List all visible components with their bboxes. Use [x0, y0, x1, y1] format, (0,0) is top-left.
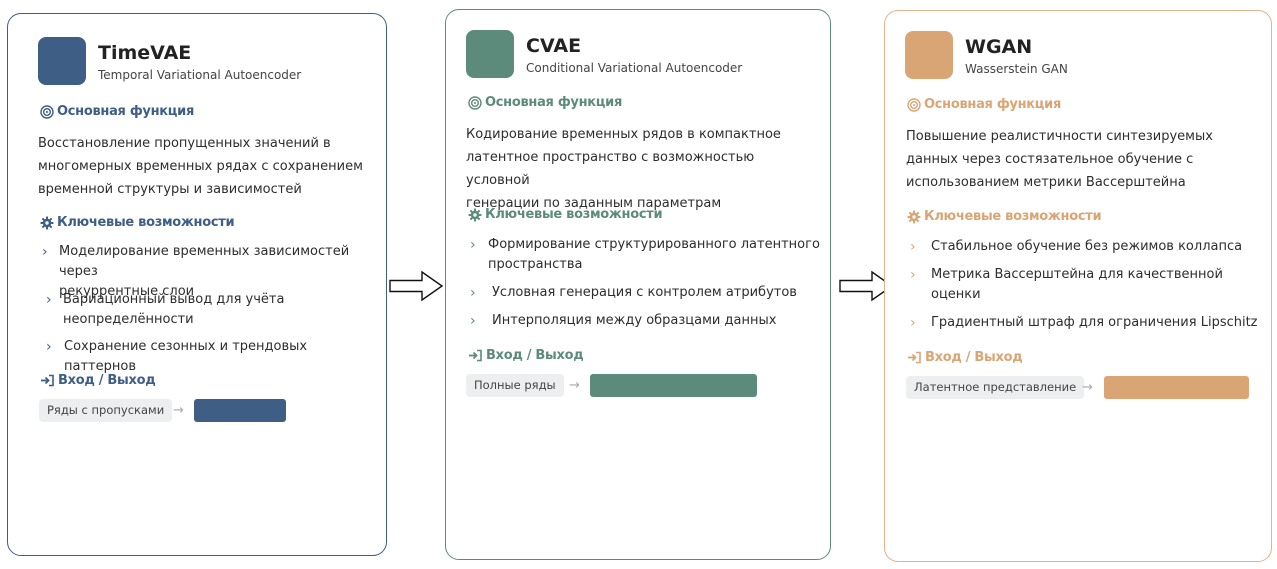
target-icon	[40, 104, 54, 119]
feature-text: Сохранение сезонных и трендовых паттерно…	[64, 339, 308, 374]
feature-item: › Сохранение сезонных и трендовых паттер…	[46, 337, 376, 377]
card-title: TimeVAE	[98, 42, 192, 64]
feature-text: Метрика Вассерштейна для качественной	[931, 267, 1223, 282]
description-line: генерации по заданным параметрам	[466, 196, 722, 211]
section-function-heading: Основная функция	[40, 104, 194, 119]
description-line: использованием метрики Вассерштейна	[906, 175, 1186, 190]
chevron-right-icon: ›	[910, 239, 916, 255]
section-label: Вход / Выход	[58, 373, 156, 388]
card-description: Восстановление пропущенных значений в мн…	[38, 132, 378, 201]
chevron-right-icon: ›	[470, 285, 476, 301]
feature-text: Стабильное обучение без режимов коллапса	[931, 239, 1243, 254]
feature-item: › Условная генерация с контролем атрибут…	[470, 283, 820, 303]
feature-item: › Интерполяция между образцами данных	[470, 311, 820, 331]
card-subtitle: Wasserstein GAN	[965, 62, 1068, 76]
chevron-right-icon: ›	[910, 267, 916, 283]
card-description: Повышение реалистичности синтезируемых д…	[906, 125, 1261, 194]
section-label: Ключевые возможности	[485, 207, 663, 222]
feature-text: Градиентный штраф для ограничения Lipsch…	[931, 315, 1258, 330]
chevron-right-icon: ›	[470, 237, 476, 253]
output-bar	[590, 374, 757, 397]
feature-item: › Метрика Вассерштейна для качественной …	[910, 265, 1265, 305]
input-chip: Ряды с пропусками	[39, 399, 173, 422]
feature-item: › Градиентный штраф для ограничения Lips…	[910, 313, 1270, 333]
input-chip: Латентное представление	[906, 376, 1085, 399]
model-logo	[466, 30, 514, 78]
target-icon	[468, 95, 482, 110]
section-label: Ключевые возможности	[924, 209, 1102, 224]
chevron-right-icon: ›	[470, 313, 476, 329]
feature-text: пространства	[488, 257, 583, 272]
feature-text: Моделирование временных зависимостей чер…	[59, 244, 350, 279]
chevron-right-icon: ›	[910, 315, 916, 331]
section-label: Вход / Выход	[925, 350, 1023, 365]
section-label: Основная функция	[57, 104, 194, 119]
arrow-right-icon: →	[173, 403, 184, 418]
model-logo	[905, 31, 953, 79]
description-line: временной структуры и зависимостей	[38, 182, 302, 197]
card-wgan: WGAN Wasserstein GAN Основная функция По…	[884, 10, 1272, 562]
target-icon	[907, 97, 921, 112]
section-io-heading: Вход / Выход	[468, 348, 584, 363]
card-subtitle: Conditional Variational Autoencoder	[526, 61, 743, 75]
section-label: Ключевые возможности	[57, 215, 235, 230]
sign-in-icon	[908, 351, 921, 364]
flow-arrow-icon	[839, 270, 894, 302]
description-line: латентное пространство с возможностью ус…	[466, 150, 755, 188]
output-bar	[1104, 376, 1249, 399]
section-label: Основная функция	[485, 95, 622, 110]
section-features-heading: Ключевые возможности	[468, 207, 663, 222]
feature-text: рекуррентные слои	[59, 284, 195, 299]
gear-icon	[907, 210, 921, 223]
card-title: WGAN	[965, 36, 1033, 58]
feature-item: › Формирование структурированного латент…	[470, 235, 820, 275]
flow-arrow-icon	[389, 270, 444, 302]
arrow-right-icon: →	[569, 378, 580, 393]
section-function-heading: Основная функция	[468, 95, 622, 110]
chevron-right-icon: ›	[46, 339, 52, 355]
section-function-heading: Основная функция	[907, 97, 1061, 112]
chevron-right-icon: ›	[46, 292, 52, 308]
feature-text: неопределённости	[63, 312, 194, 327]
gear-icon	[40, 216, 54, 229]
card-header: CVAE Conditional Variational Autoencoder	[466, 30, 742, 78]
description-line: многомерных временных рядах с сохранение…	[38, 159, 363, 174]
feature-item: › Моделирование временных зависимостей ч…	[42, 242, 387, 302]
sign-in-icon	[41, 374, 54, 387]
section-features-heading: Ключевые возможности	[40, 215, 235, 230]
card-cvae: CVAE Conditional Variational Autoencoder…	[445, 9, 831, 560]
input-chip: Полные ряды	[466, 374, 564, 397]
sign-in-icon	[469, 349, 482, 362]
feature-text: Условная генерация с контролем атрибутов	[492, 285, 797, 300]
card-header: TimeVAE Temporal Variational Autoencoder	[38, 37, 301, 85]
section-features-heading: Ключевые возможности	[907, 209, 1102, 224]
feature-text: Формирование структурированного латентно…	[488, 237, 820, 252]
section-io-heading: Вход / Выход	[40, 373, 156, 388]
gear-icon	[468, 208, 482, 221]
chevron-right-icon: ›	[42, 244, 48, 260]
card-title: CVAE	[526, 35, 582, 57]
section-io-heading: Вход / Выход	[907, 350, 1023, 365]
model-logo	[38, 37, 86, 85]
card-header: WGAN Wasserstein GAN	[905, 31, 1068, 79]
section-label: Основная функция	[924, 97, 1061, 112]
card-subtitle: Temporal Variational Autoencoder	[98, 68, 302, 82]
description-line: Повышение реалистичности синтезируемых	[906, 129, 1213, 144]
output-bar	[194, 399, 286, 422]
feature-item: › Стабильное обучение без режимов коллап…	[910, 237, 1265, 257]
arrow-right-icon: →	[1082, 380, 1093, 395]
feature-text: оценки	[931, 287, 981, 302]
feature-text: Вариационный вывод для учёта	[63, 292, 285, 307]
description-line: данных через состязательное обучение с	[906, 152, 1194, 167]
section-label: Вход / Выход	[486, 348, 584, 363]
card-description: Кодирование временных рядов в компактное…	[466, 123, 821, 215]
description-line: Кодирование временных рядов в компактное	[466, 127, 781, 142]
feature-text: Интерполяция между образцами данных	[492, 313, 777, 328]
feature-item: › Вариационный вывод для учёта неопредел…	[46, 290, 376, 330]
description-line: Восстановление пропущенных значений в	[38, 136, 331, 151]
card-timevae: TimeVAE Temporal Variational Autoencoder…	[7, 13, 387, 556]
